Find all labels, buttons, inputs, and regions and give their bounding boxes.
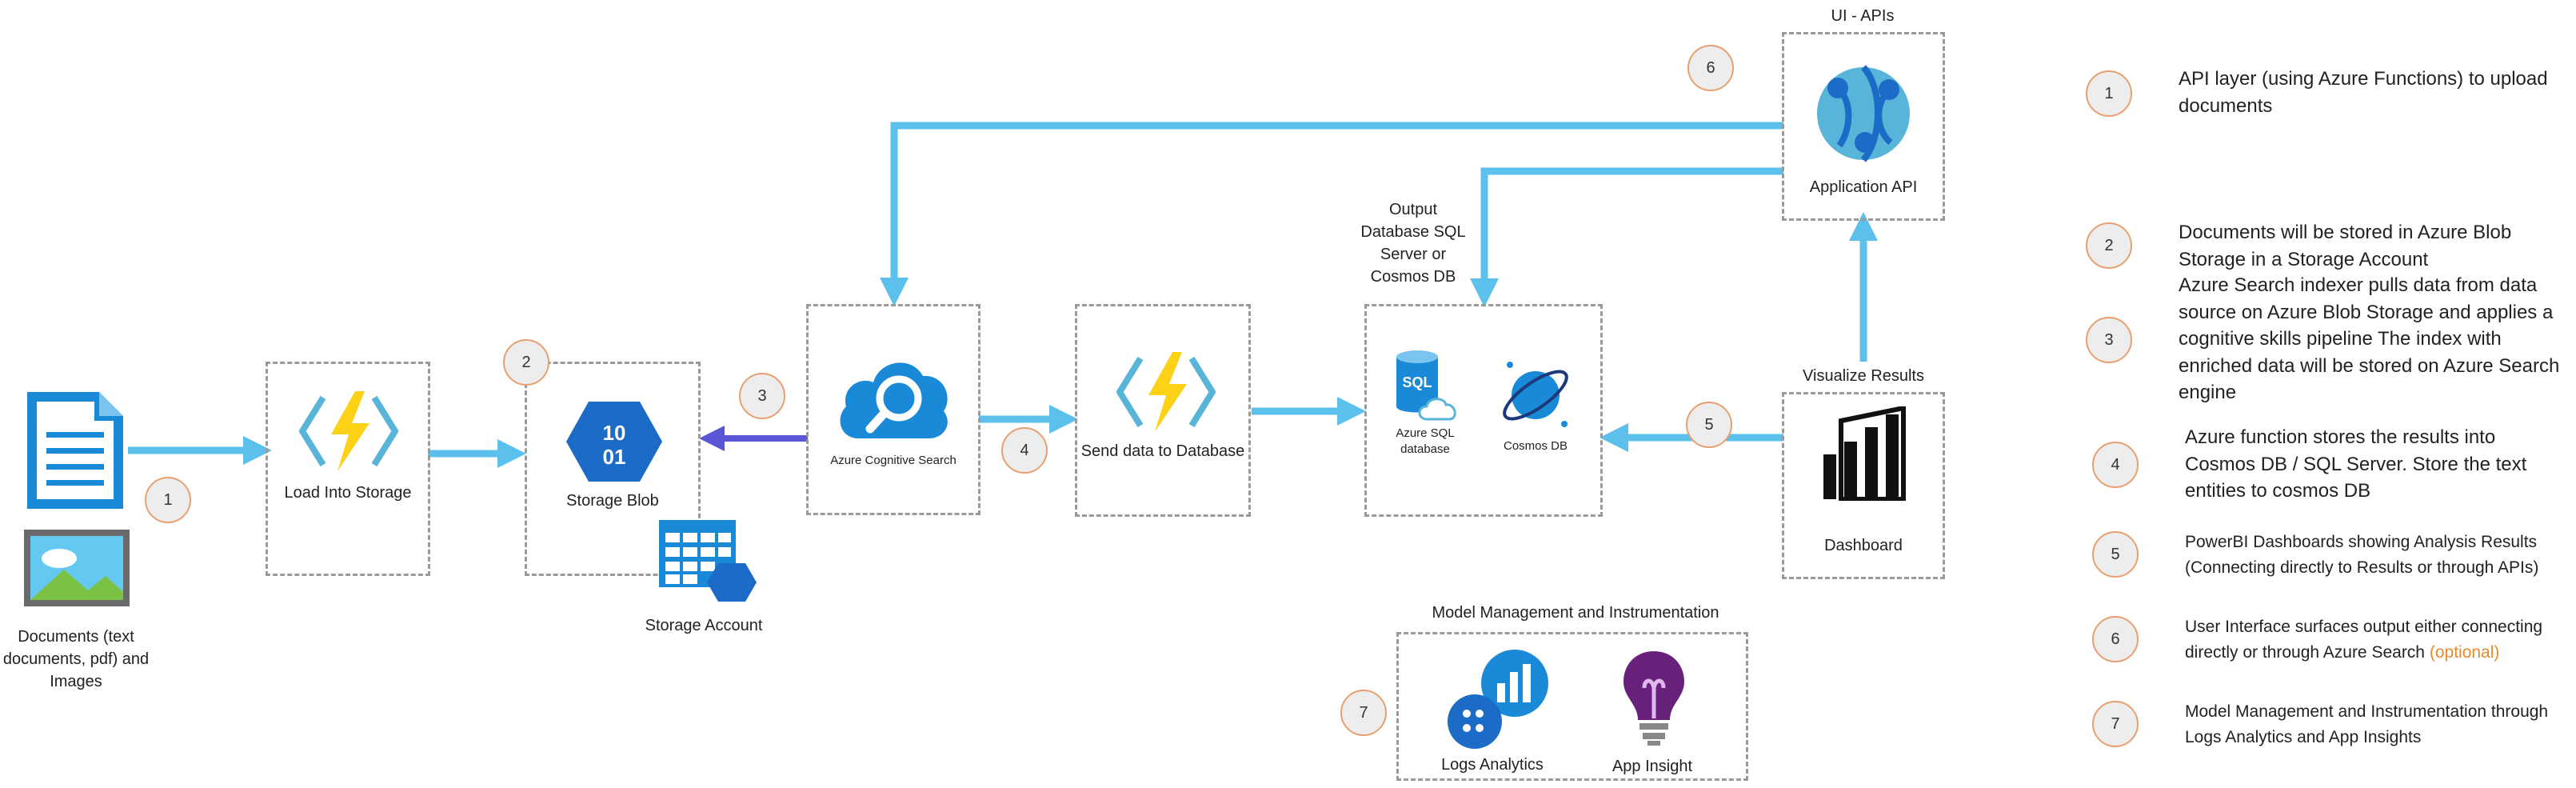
svg-text:01: 01 [603,445,626,469]
legend-text-2: Documents will be stored in Azure Blob S… [2179,222,2512,270]
application-api-label: Application API [1809,178,1918,196]
documents-label: Documents (text documents, pdf) and Imag… [2,628,150,690]
storage-account-label: Storage Account [645,617,763,634]
azure-sql-icon: SQL [1396,350,1456,421]
legend-step-2: 2 [2086,222,2132,269]
step-5: 5 [1686,402,1732,448]
output-db-box [1364,304,1603,517]
power-bi-icon [1823,406,1906,501]
step-7: 7 [1340,690,1387,736]
step-6: 6 [1687,45,1734,91]
step-3: 3 [739,373,785,419]
cognitive-search-icon [840,362,948,438]
svg-text:10: 10 [603,421,626,445]
storage-account-icon [659,520,757,602]
app-insight-label: App Insight [1611,758,1693,775]
visualize-title: Visualize Results [1803,367,1924,385]
arrow-api-to-db [1470,167,1783,307]
load-storage-label: Load Into Storage [284,484,412,502]
app-insights-icon [1623,651,1684,746]
legend-text-6-main: User Interface surfaces output either co… [2185,618,2543,662]
visualize-box [1782,392,1945,579]
svg-text:SQL: SQL [1402,374,1432,390]
load-storage-box [266,362,430,576]
document-icon [27,392,123,509]
storage-blob-icon: 10 01 [566,402,662,482]
cosmos-db-icon [1503,362,1568,427]
step-1: 1 [145,477,191,523]
legend-text-7: Model Management and Instrumentation thr… [2185,702,2549,746]
cognitive-search-box [806,304,980,515]
send-data-label: Send data to Database [1080,442,1245,460]
app-service-icon [1817,65,1910,162]
legend-text-6-optional: (optional) [2429,642,2500,662]
log-analytics-icon [1448,650,1548,749]
cognitive-search-label: Azure Cognitive Search [830,454,957,467]
cosmos-db-label: Cosmos DB [1503,439,1568,453]
legend-text-4: Azure function stores the results into C… [2185,426,2527,502]
dashboard-label: Dashboard [1824,537,1903,554]
legend-step-4: 4 [2092,442,2139,488]
legend-text-1: API layer (using Azure Functions) to upl… [2179,68,2548,117]
legend-text-5: PowerBI Dashboards showing Analysis Resu… [2185,533,2539,577]
model-mgmt-title: Model Management and Instrumentation [1432,604,1719,622]
step-4: 4 [1001,427,1048,474]
legend-step-6: 6 [2092,616,2139,662]
azure-function-icon [299,391,398,471]
legend-step-5: 5 [2092,531,2139,578]
storage-blob-label: Storage Blob [566,492,659,510]
image-icon [24,530,130,606]
model-mgmt-box [1396,632,1748,781]
send-data-box [1075,304,1251,517]
legend-text-6: User Interface surfaces output either co… [2185,614,2569,665]
legend-text-3: Azure Search indexer pulls data from dat… [2179,274,2560,404]
legend-step-1: 1 [2086,70,2132,117]
azure-function-icon-send [1116,352,1216,432]
arrow-api-to-search [880,122,1783,306]
output-db-title: Output Database SQL Server or Cosmos DB [1360,201,1466,286]
step-2: 2 [503,339,549,386]
legend-step-3: 3 [2086,317,2132,363]
storage-blob-box [525,362,701,576]
azure-sql-label: Azure SQL database [1396,426,1455,457]
logs-analytics-label: Logs Analytics [1441,756,1544,774]
ui-apis-title: UI - APIs [1831,7,1895,25]
ui-apis-box [1782,32,1945,221]
legend-step-7: 7 [2092,701,2139,747]
